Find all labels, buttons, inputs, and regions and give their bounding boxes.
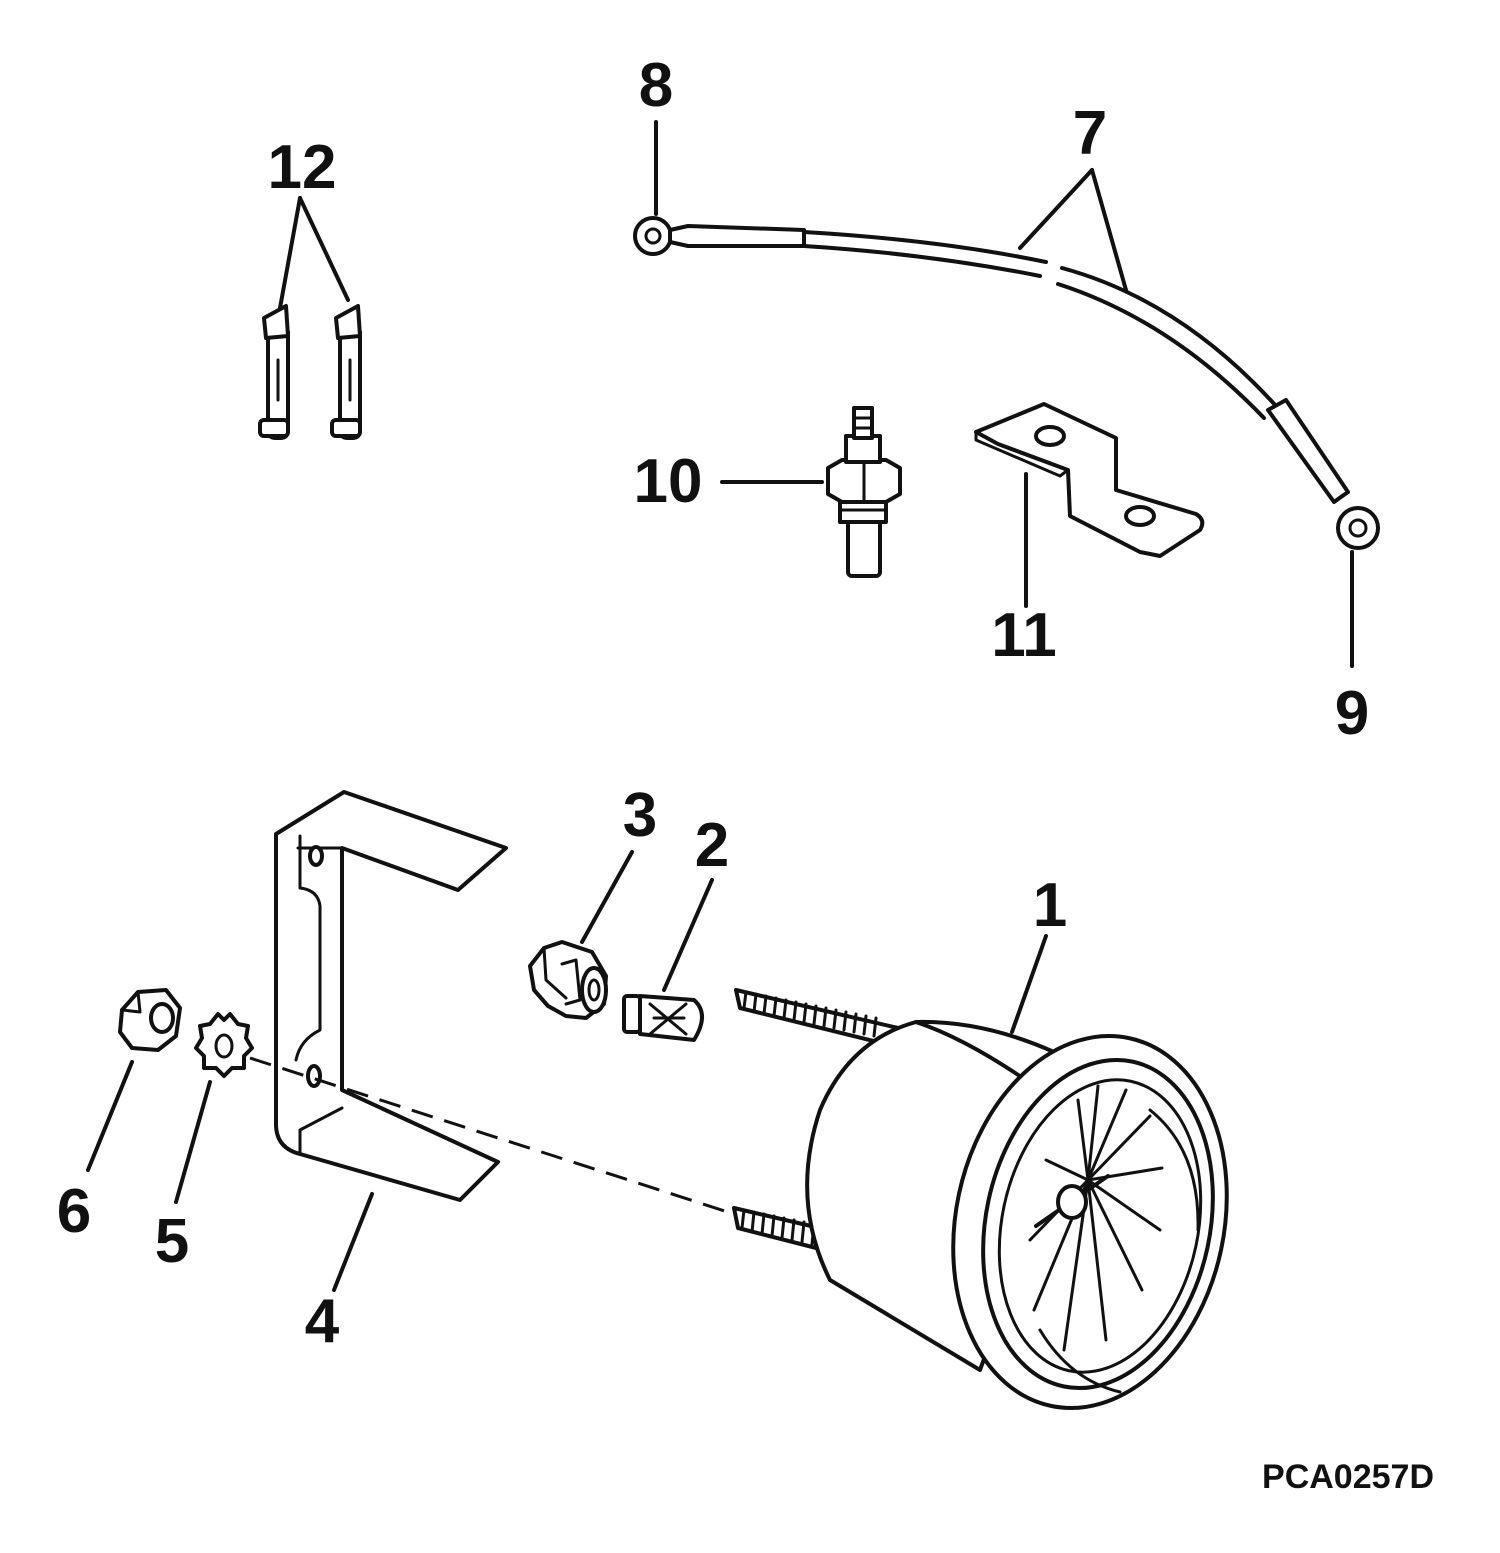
- lock-washer-part: [194, 1012, 254, 1078]
- callout-9: 9: [1335, 679, 1369, 748]
- callout-1: 1: [1033, 871, 1067, 940]
- callout-12: 12: [268, 133, 337, 202]
- callout-5-leader: [174, 1080, 212, 1204]
- offset-bracket-part: [974, 402, 1205, 558]
- callout-12-leaders: [278, 196, 350, 310]
- figure-code: PCA0257D: [1262, 1458, 1434, 1496]
- hex-nut-part: [118, 988, 182, 1052]
- callout-11: 11: [991, 601, 1057, 670]
- callout-2-leader: [662, 878, 714, 992]
- callout-wire-leaders: [654, 120, 1354, 668]
- gauge-part: [732, 988, 1229, 1410]
- callout-5: 5: [155, 1207, 189, 1276]
- callout-6-leader: [86, 1060, 134, 1172]
- wedge-bulb-part: [622, 994, 704, 1042]
- callout-4: 4: [305, 1287, 340, 1356]
- callout-2: 2: [695, 811, 729, 880]
- ground-wire-part: [633, 216, 1380, 550]
- callout-3-leader: [580, 850, 634, 944]
- callout-10: 10: [634, 447, 703, 516]
- callout-7: 7: [1073, 99, 1107, 168]
- temperature-sender-part: [826, 406, 902, 578]
- callout-3: 3: [623, 781, 657, 850]
- terminal-pins-part: [258, 304, 362, 440]
- callout-6: 6: [57, 1177, 91, 1246]
- lamp-socket-part: [528, 940, 608, 1020]
- mounting-axis-line: [249, 1056, 735, 1216]
- callout-8: 8: [639, 51, 673, 120]
- callout-1-leader: [1010, 934, 1048, 1034]
- callout-4-leader: [332, 1192, 374, 1292]
- gauge-bracket-part: [274, 790, 508, 1202]
